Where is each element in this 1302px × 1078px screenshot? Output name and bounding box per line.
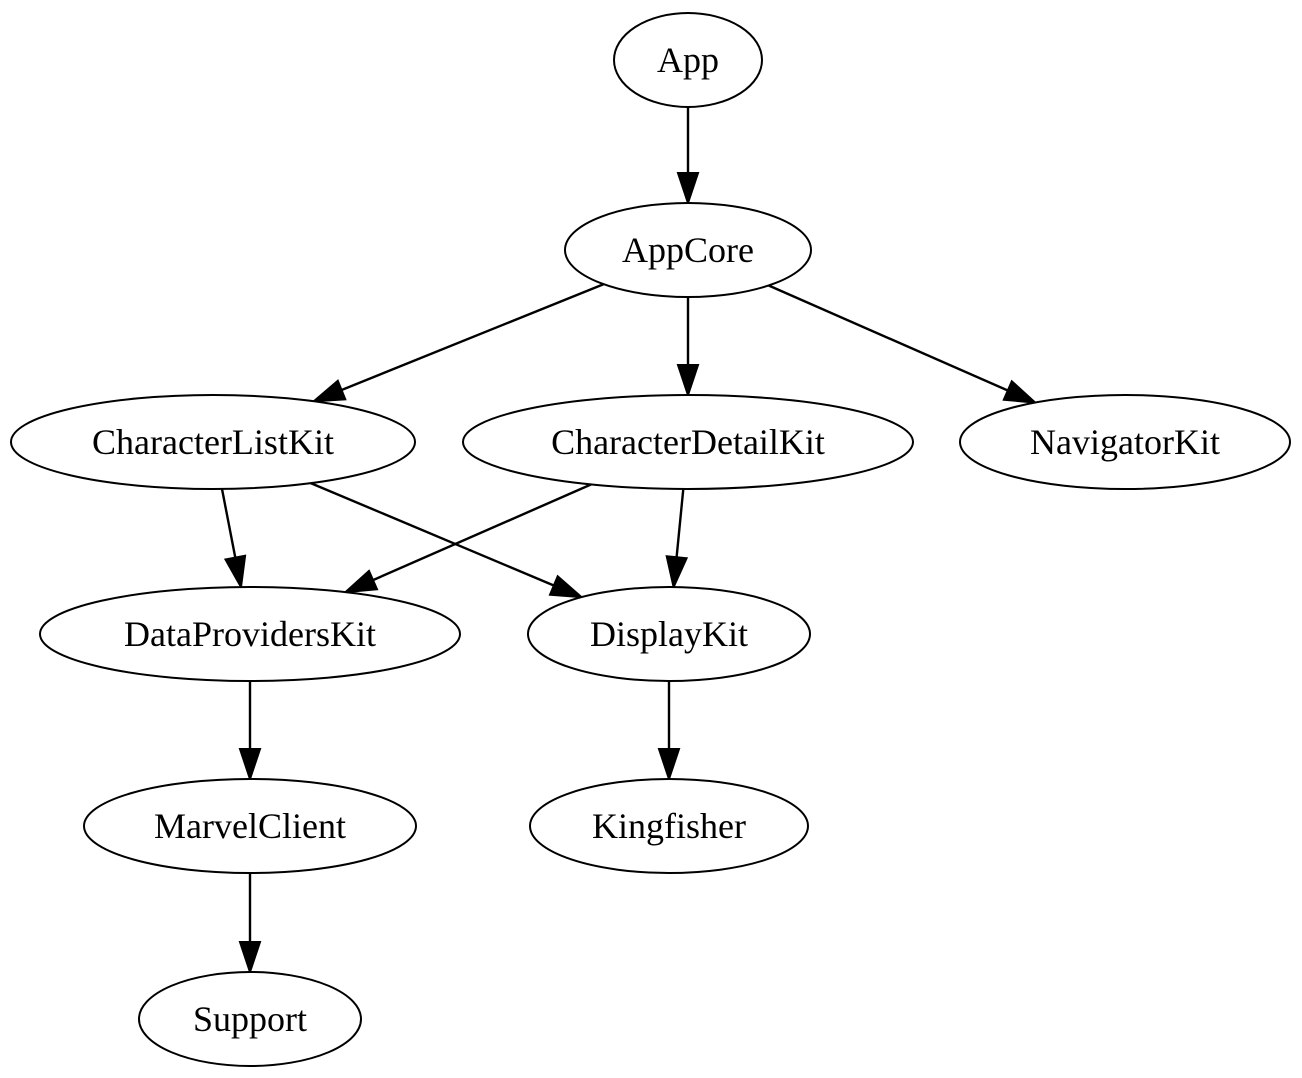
node-ellipse bbox=[10, 394, 416, 490]
node-ellipse bbox=[529, 778, 809, 874]
node-navigatorkit: NavigatorKit bbox=[959, 394, 1291, 490]
node-ellipse bbox=[564, 202, 812, 298]
edge-line bbox=[341, 283, 604, 392]
node-label: Kingfisher bbox=[592, 806, 746, 846]
node-ellipse bbox=[462, 394, 914, 490]
node-label: CharacterListKit bbox=[92, 422, 334, 462]
edge-line bbox=[675, 488, 685, 558]
node-ellipse bbox=[527, 586, 811, 682]
edge-appcore-to-navigatorkit bbox=[768, 284, 1039, 404]
arrowhead-icon bbox=[310, 379, 347, 403]
node-marvelclient: MarvelClient bbox=[83, 778, 417, 874]
edge-line bbox=[768, 284, 1009, 392]
arrowhead-icon bbox=[238, 941, 262, 976]
node-ellipse bbox=[39, 586, 461, 682]
node-characterdetailkit: CharacterDetailKit bbox=[462, 394, 914, 490]
arrowhead-icon bbox=[223, 554, 247, 591]
arrowhead-icon bbox=[676, 172, 700, 207]
node-appcore: AppCore bbox=[564, 202, 812, 298]
node-label: AppCore bbox=[622, 230, 754, 270]
edges-layer bbox=[220, 107, 1039, 976]
node-support: Support bbox=[138, 971, 362, 1067]
node-kingfisher: Kingfisher bbox=[529, 778, 809, 874]
node-label: App bbox=[657, 40, 719, 80]
node-label: CharacterDetailKit bbox=[551, 422, 825, 462]
node-characterlistkit: CharacterListKit bbox=[10, 394, 416, 490]
edge-line bbox=[310, 481, 555, 587]
arrowhead-icon bbox=[342, 569, 379, 594]
node-app: App bbox=[613, 12, 763, 108]
edge-dataproviderskit-to-marvelclient bbox=[238, 681, 262, 783]
node-ellipse bbox=[138, 971, 362, 1067]
arrowhead-icon bbox=[1002, 379, 1039, 404]
node-label: Support bbox=[193, 999, 307, 1039]
edge-line bbox=[372, 483, 592, 582]
node-ellipse bbox=[613, 12, 763, 108]
edge-app-to-appcore bbox=[676, 107, 700, 207]
edge-characterlistkit-to-displaykit bbox=[310, 481, 585, 599]
arrowhead-icon bbox=[676, 364, 700, 399]
edge-appcore-to-characterdetailkit bbox=[676, 297, 700, 399]
arrowhead-icon bbox=[548, 574, 585, 599]
node-displaykit: DisplayKit bbox=[527, 586, 811, 682]
arrowhead-icon bbox=[657, 748, 681, 783]
edge-appcore-to-characterlistkit bbox=[310, 283, 604, 403]
node-label: DisplayKit bbox=[590, 614, 748, 654]
edge-marvelclient-to-support bbox=[238, 873, 262, 976]
edge-characterdetailkit-to-dataproviderskit bbox=[342, 483, 592, 594]
edge-line bbox=[220, 488, 237, 558]
edge-displaykit-to-kingfisher bbox=[657, 681, 681, 783]
node-label: DataProvidersKit bbox=[124, 614, 376, 654]
edge-characterdetailkit-to-displaykit bbox=[665, 488, 689, 591]
edge-characterlistkit-to-dataproviderskit bbox=[220, 488, 247, 591]
node-dataproviderskit: DataProvidersKit bbox=[39, 586, 461, 682]
node-ellipse bbox=[83, 778, 417, 874]
node-label: NavigatorKit bbox=[1030, 422, 1220, 462]
arrowhead-icon bbox=[665, 555, 689, 591]
node-label: MarvelClient bbox=[154, 806, 346, 846]
node-ellipse bbox=[959, 394, 1291, 490]
arrowhead-icon bbox=[238, 748, 262, 783]
